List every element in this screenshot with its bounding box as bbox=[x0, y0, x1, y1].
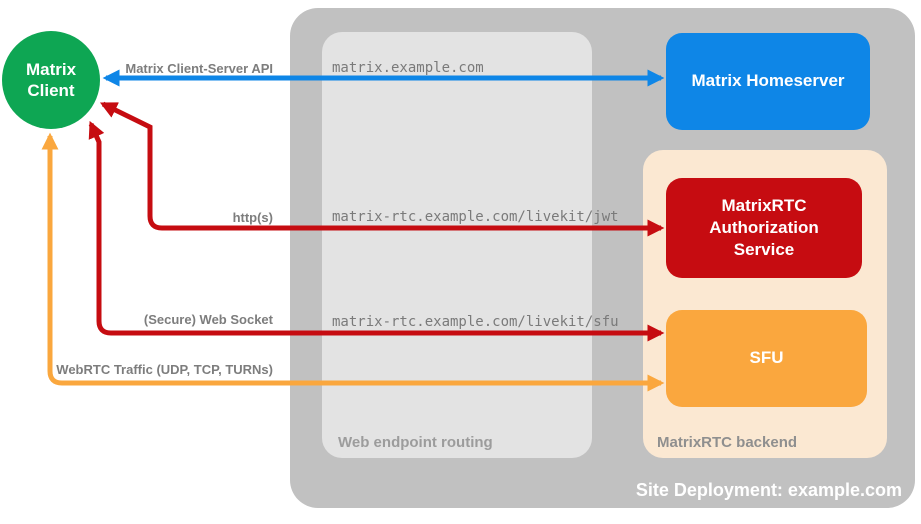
matrix-client-node: Matrix Client bbox=[2, 31, 100, 129]
sfu-label: SFU bbox=[749, 348, 784, 368]
matrix-homeserver-label: Matrix Homeserver bbox=[691, 71, 845, 91]
site-deployment-caption: Site Deployment: example.com bbox=[635, 480, 902, 500]
matrix-client-label: Matrix Client bbox=[25, 59, 77, 100]
route-livekit-jwt: matrix-rtc.example.com/livekit/jwt bbox=[332, 209, 619, 225]
client-server-api-protocol-label: Matrix Client-Server API bbox=[125, 61, 273, 76]
matrixrtc-backend-caption: MatrixRTC backend bbox=[657, 434, 798, 451]
sfu-node: SFU bbox=[666, 310, 867, 407]
webrtc-protocol-label: WebRTC Traffic (UDP, TCP, TURNs) bbox=[56, 362, 273, 377]
route-matrix-example-com: matrix.example.com bbox=[332, 60, 484, 76]
matrix-homeserver-node: Matrix Homeserver bbox=[666, 33, 870, 130]
web-endpoint-routing-zone bbox=[322, 32, 592, 458]
matrixrtc-authorization-service-node: MatrixRTC Authorization Service bbox=[666, 178, 862, 278]
web-endpoint-routing-caption: Web endpoint routing bbox=[338, 434, 493, 451]
route-livekit-sfu: matrix-rtc.example.com/livekit/sfu bbox=[332, 314, 619, 330]
websocket-protocol-label: (Secure) Web Socket bbox=[143, 312, 273, 327]
matrixrtc-authorization-service-label: MatrixRTC Authorization Service bbox=[709, 195, 819, 260]
https-protocol-label: http(s) bbox=[232, 210, 273, 225]
